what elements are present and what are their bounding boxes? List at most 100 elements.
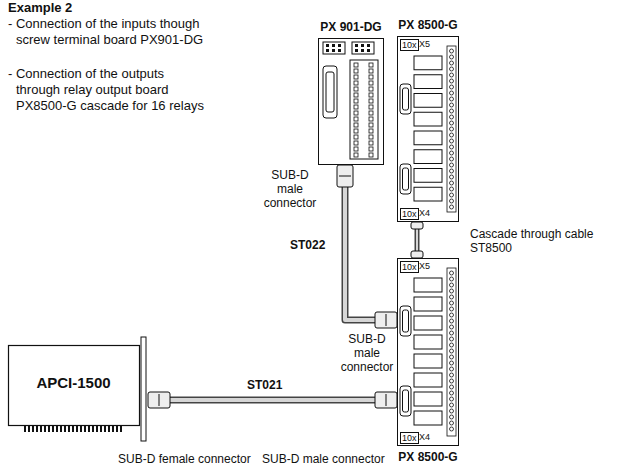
screw-terminal bbox=[450, 97, 454, 101]
screw-terminal bbox=[450, 139, 454, 143]
board-drawing bbox=[397, 36, 459, 222]
subd-socket-inner bbox=[403, 390, 409, 412]
screw-terminal bbox=[450, 199, 454, 203]
subd-plug bbox=[375, 312, 397, 328]
edge-finger bbox=[104, 426, 106, 432]
note-text: - Connection of the outputs through rela… bbox=[8, 66, 206, 114]
screw-terminal bbox=[450, 397, 454, 401]
header-pin bbox=[332, 49, 335, 52]
screw-terminal bbox=[450, 103, 454, 107]
screw-terminal bbox=[369, 153, 373, 157]
terminal-strip bbox=[447, 268, 456, 436]
edge-finger bbox=[72, 426, 74, 432]
screw-terminal bbox=[354, 75, 358, 79]
screw-terminal bbox=[450, 85, 454, 89]
screw-terminal bbox=[369, 117, 373, 121]
screw-terminal bbox=[450, 49, 454, 53]
screw-terminal bbox=[354, 153, 358, 157]
screw-terminal bbox=[450, 181, 454, 185]
screw-terminal bbox=[450, 205, 454, 209]
header-pin bbox=[326, 49, 329, 52]
screw-terminal bbox=[354, 81, 358, 85]
board-name: PX 901-DG bbox=[304, 19, 398, 35]
screw-terminal bbox=[450, 91, 454, 95]
screw-terminal bbox=[450, 121, 454, 125]
connector-label: SUB-D female connector bbox=[118, 452, 251, 466]
screw-terminal bbox=[450, 409, 454, 413]
edge-finger bbox=[60, 426, 62, 432]
relay bbox=[414, 316, 442, 330]
header-pin bbox=[355, 49, 358, 52]
screw-terminal bbox=[369, 123, 373, 127]
header-pin bbox=[361, 44, 364, 47]
subd-plug bbox=[375, 392, 397, 408]
connector-label: SUB-D male connector bbox=[338, 332, 396, 374]
screw-terminal bbox=[354, 105, 358, 109]
subd-socket-inner bbox=[403, 168, 409, 190]
pin-header bbox=[352, 42, 374, 54]
subd-plug bbox=[148, 392, 170, 408]
screw-terminal bbox=[369, 87, 373, 91]
edge-finger bbox=[116, 426, 118, 432]
edge-finger bbox=[44, 426, 46, 432]
relay bbox=[414, 75, 442, 89]
screw-terminal bbox=[450, 403, 454, 407]
edge-finger bbox=[80, 426, 82, 432]
connector-label: SUB-D male connector bbox=[262, 168, 318, 210]
relay bbox=[414, 112, 442, 126]
subd-plug bbox=[411, 251, 423, 258]
relay-board: PX 8500-G10xX510xX4 bbox=[397, 36, 459, 222]
screw-terminal bbox=[450, 343, 454, 347]
screw-terminal bbox=[369, 75, 373, 79]
header-pin bbox=[367, 44, 370, 47]
card-name: APCI-1500 bbox=[8, 375, 139, 391]
header-pin bbox=[332, 44, 335, 47]
screw-terminal bbox=[450, 109, 454, 113]
cable-name: Cascade through cable ST8500 bbox=[468, 227, 612, 255]
relay bbox=[414, 411, 442, 425]
screw-terminal bbox=[354, 123, 358, 127]
screw-terminal bbox=[450, 391, 454, 395]
screw-terminal bbox=[369, 129, 373, 133]
edge-finger bbox=[48, 426, 50, 432]
screw-terminal bbox=[369, 135, 373, 139]
plug-ridge bbox=[339, 176, 351, 177]
header-pin bbox=[338, 49, 341, 52]
edge-finger bbox=[108, 426, 110, 432]
edge-finger bbox=[64, 426, 66, 432]
screw-terminal bbox=[450, 337, 454, 341]
screw-terminal bbox=[450, 421, 454, 425]
screw-terminal bbox=[450, 295, 454, 299]
screw-terminal bbox=[450, 79, 454, 83]
relay bbox=[414, 94, 442, 108]
connector-name: X5 bbox=[419, 39, 430, 49]
edge-finger bbox=[84, 426, 86, 432]
screw-terminal bbox=[450, 115, 454, 119]
edge-finger bbox=[92, 426, 94, 432]
header-pin bbox=[338, 44, 341, 47]
screw-terminal bbox=[450, 379, 454, 383]
subd-socket-inner bbox=[403, 88, 409, 110]
board-outline bbox=[398, 259, 459, 446]
screw-terminal bbox=[450, 355, 454, 359]
screw-terminal bbox=[450, 361, 454, 365]
screw-terminal bbox=[354, 129, 358, 133]
relay bbox=[414, 373, 442, 387]
header-pin bbox=[367, 49, 370, 52]
screw-terminal bbox=[450, 151, 454, 155]
screw-terminal bbox=[369, 93, 373, 97]
relay bbox=[414, 354, 442, 368]
screw-terminal bbox=[354, 87, 358, 91]
subd-socket bbox=[400, 164, 411, 194]
subd-socket-inner bbox=[403, 310, 409, 332]
edge-finger bbox=[112, 426, 114, 432]
relay bbox=[414, 169, 442, 183]
screw-terminal bbox=[354, 111, 358, 115]
screw-terminal bbox=[450, 373, 454, 377]
screw-terminal bbox=[354, 117, 358, 121]
note-text: - Connection of the inputs though screw … bbox=[8, 16, 206, 48]
subd-socket bbox=[400, 84, 411, 114]
board-outline bbox=[319, 39, 384, 165]
edge-finger bbox=[32, 426, 34, 432]
plug-ridge bbox=[159, 394, 160, 406]
